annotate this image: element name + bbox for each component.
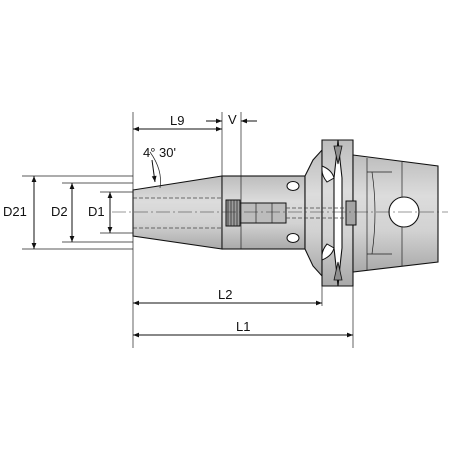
side-hole-top <box>286 181 300 191</box>
d1-label: D1 <box>88 204 105 219</box>
tool-body <box>132 139 439 287</box>
dimension-d1: D1 <box>88 192 113 233</box>
tapered-nose <box>132 175 223 250</box>
dimension-d21: D21 <box>3 176 37 249</box>
stop-sleeve <box>239 202 287 224</box>
dimension-d2: D2 <box>51 183 75 242</box>
inner-bore <box>133 197 222 229</box>
v-groove-bottom <box>333 261 343 281</box>
l2-label: L2 <box>218 287 232 302</box>
coolant-channel <box>286 207 346 219</box>
d21-label: D21 <box>3 204 27 219</box>
drive-key-bottom <box>321 243 335 261</box>
angle-label: 4° 30' <box>143 145 176 160</box>
flange-transition <box>304 148 323 278</box>
l9-label: L9 <box>170 113 184 128</box>
angle-leader <box>151 159 157 183</box>
d2-label: D2 <box>51 204 68 219</box>
l1-label: L1 <box>236 319 250 334</box>
v-groove <box>333 145 343 165</box>
shank-curve <box>371 171 376 255</box>
dimension-l2: L2 <box>133 287 322 306</box>
dimension-l9: L9 <box>133 113 222 132</box>
angle-arc <box>149 151 161 189</box>
shank-slot-lines <box>367 171 392 255</box>
dimension-v: V <box>206 112 257 127</box>
dimension-l1: L1 <box>133 319 353 338</box>
drive-key-top <box>321 165 335 183</box>
flange-ring <box>321 139 339 287</box>
side-hole-bottom <box>286 233 300 243</box>
v-label: V <box>228 112 237 127</box>
dimension-angle: 4° 30' <box>143 145 176 189</box>
screw-thread <box>227 200 238 226</box>
rear-screw <box>345 200 357 226</box>
